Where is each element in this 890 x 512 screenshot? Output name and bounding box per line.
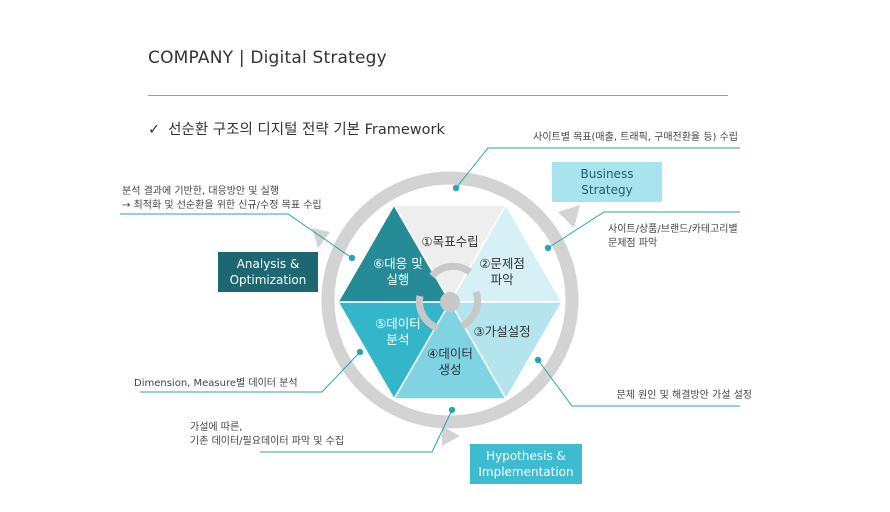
inner-arrow-top xyxy=(429,262,473,279)
leader-data-analysis xyxy=(140,351,361,393)
business-strategy-box: Business Strategy xyxy=(552,162,662,202)
annotation-goal: 사이트별 목표(매출, 트래픽, 구매전환율 등) 수립 xyxy=(533,130,738,143)
dot-data-gen xyxy=(448,406,456,414)
annotations: 사이트별 목표(매출, 트래픽, 구매전환율 등) 수립 사이트/상품/브랜드/… xyxy=(122,130,752,447)
leader-problem xyxy=(547,211,740,249)
segment-5-label-2: 분석 xyxy=(386,332,409,347)
annotation-problem-line-1: 사이트/상품/브랜드/카테고리별 xyxy=(608,223,738,235)
segment-5-label-1: ⑤데이터 xyxy=(375,316,421,331)
cycle-ring xyxy=(321,171,579,429)
leader-goal xyxy=(455,147,740,189)
dot-problem xyxy=(544,244,552,252)
annotation-action-line-1: 분석 결과에 기반한, 대응방안 및 실행 xyxy=(122,185,279,197)
segment-2-label-2: 파악 xyxy=(491,272,515,287)
business-box-line-1: Business xyxy=(581,167,634,181)
ring-arrowhead-bottom xyxy=(442,426,460,446)
leader-dots xyxy=(348,184,552,414)
segment-6-label-1: ⑥대응 및 xyxy=(373,256,423,271)
hub-circle xyxy=(440,292,460,312)
analysis-box-line-2: Optimization xyxy=(230,273,307,287)
annotation-data-gen-line-1: 가설에 따른, xyxy=(190,421,242,433)
leader-hypothesis xyxy=(537,359,740,407)
annotation-data-gen-line-2: 기존 데이터/필요데이터 파악 및 수집 xyxy=(190,435,344,447)
segment-4-label-2: 생성 xyxy=(438,362,461,377)
dot-action xyxy=(348,254,356,262)
annotation-data-analysis: Dimension, Measure별 데이터 분석 xyxy=(134,377,298,389)
analysis-optimization-box: Analysis & Optimization xyxy=(218,252,318,292)
analysis-box-line-1: Analysis & xyxy=(237,257,300,271)
segment-2-label-1: ②문제점 xyxy=(479,256,525,271)
annotation-action-line-2: → 최적화 및 선순환을 위한 신규/수정 목표 수립 xyxy=(122,198,322,211)
segment-1-label-1: ①목표수립 xyxy=(421,234,478,249)
dot-goal xyxy=(452,184,460,192)
hypothesis-box-line-2: Implementation xyxy=(478,465,573,479)
check-icon: ✓ xyxy=(148,122,161,138)
leader-data-gen xyxy=(260,409,453,453)
hypothesis-box-line-1: Hypothesis & xyxy=(486,449,566,463)
segment-3-label-1: ③가설설정 xyxy=(473,324,530,339)
header-divider xyxy=(148,95,728,96)
inner-cycle-arrows xyxy=(415,262,481,332)
business-box-line-2: Strategy xyxy=(581,183,632,197)
page-title: COMPANY | Digital Strategy xyxy=(148,48,387,68)
section-subtitle: ✓ 선순환 구조의 디지털 전략 기본 Framework xyxy=(148,118,445,139)
dot-hypothesis xyxy=(534,356,542,364)
annotation-problem-line-2: 문제점 파악 xyxy=(608,237,657,249)
segment-6 xyxy=(336,203,452,303)
inner-arrow-left xyxy=(415,295,440,332)
ring-arrowhead-top-right xyxy=(558,205,580,228)
subtitle-text: 선순환 구조의 디지털 전략 기본 Framework xyxy=(168,122,445,138)
segment-4-label-1: ④데이터 xyxy=(427,346,473,361)
inner-arrow-right xyxy=(460,290,481,330)
dot-data-analysis xyxy=(356,348,364,356)
ring-arrowhead-left xyxy=(312,228,330,248)
leader-lines xyxy=(120,147,740,453)
leader-action xyxy=(120,213,353,259)
annotation-hypothesis: 문제 원인 및 해결방안 가설 설정 xyxy=(617,388,753,401)
hypothesis-implementation-box: Hypothesis & Implementation xyxy=(470,444,582,484)
segment-6-label-2: 실행 xyxy=(386,272,409,287)
